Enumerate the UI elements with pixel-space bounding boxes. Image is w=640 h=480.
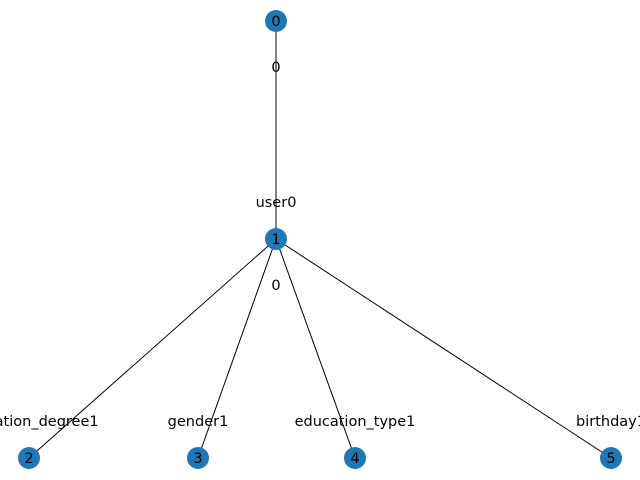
annotations-layer: user0 education_degree1 gender1 education_t…: [0, 195, 640, 430]
node-label-4: 4: [350, 451, 359, 467]
annotation-node-1: user0: [256, 195, 297, 211]
node-0: [265, 10, 287, 32]
annotation-node-5: birthday1: [576, 414, 640, 430]
node-label-3: 3: [193, 451, 202, 467]
node-4: [344, 447, 366, 469]
edges-layer: [28, 21, 612, 459]
edge-1-4: [275, 238, 356, 459]
node-label-0: 0: [271, 14, 280, 30]
edge-1-3: [197, 238, 277, 459]
edge-1-2: [28, 238, 277, 459]
annotation-node-3: gender1: [168, 414, 229, 430]
nodes-layer: [18, 10, 622, 469]
node-label-5: 5: [606, 451, 615, 467]
annotation-node-2: education_degree1: [0, 414, 99, 430]
edge-label-1-4: 0: [271, 278, 280, 294]
edge-label-0-1: 0: [271, 60, 280, 76]
node-1: [265, 228, 287, 250]
annotation-node-4: education_type1: [295, 414, 416, 430]
node-5: [600, 447, 622, 469]
node-3: [187, 447, 209, 469]
node-2: [18, 447, 40, 469]
edge-labels-layer: 00: [271, 60, 280, 294]
edge-1-5: [275, 238, 612, 459]
node-labels-layer: 0 1 2 3 4 5: [24, 14, 615, 467]
node-label-2: 2: [24, 451, 33, 467]
node-label-1: 1: [271, 232, 280, 248]
